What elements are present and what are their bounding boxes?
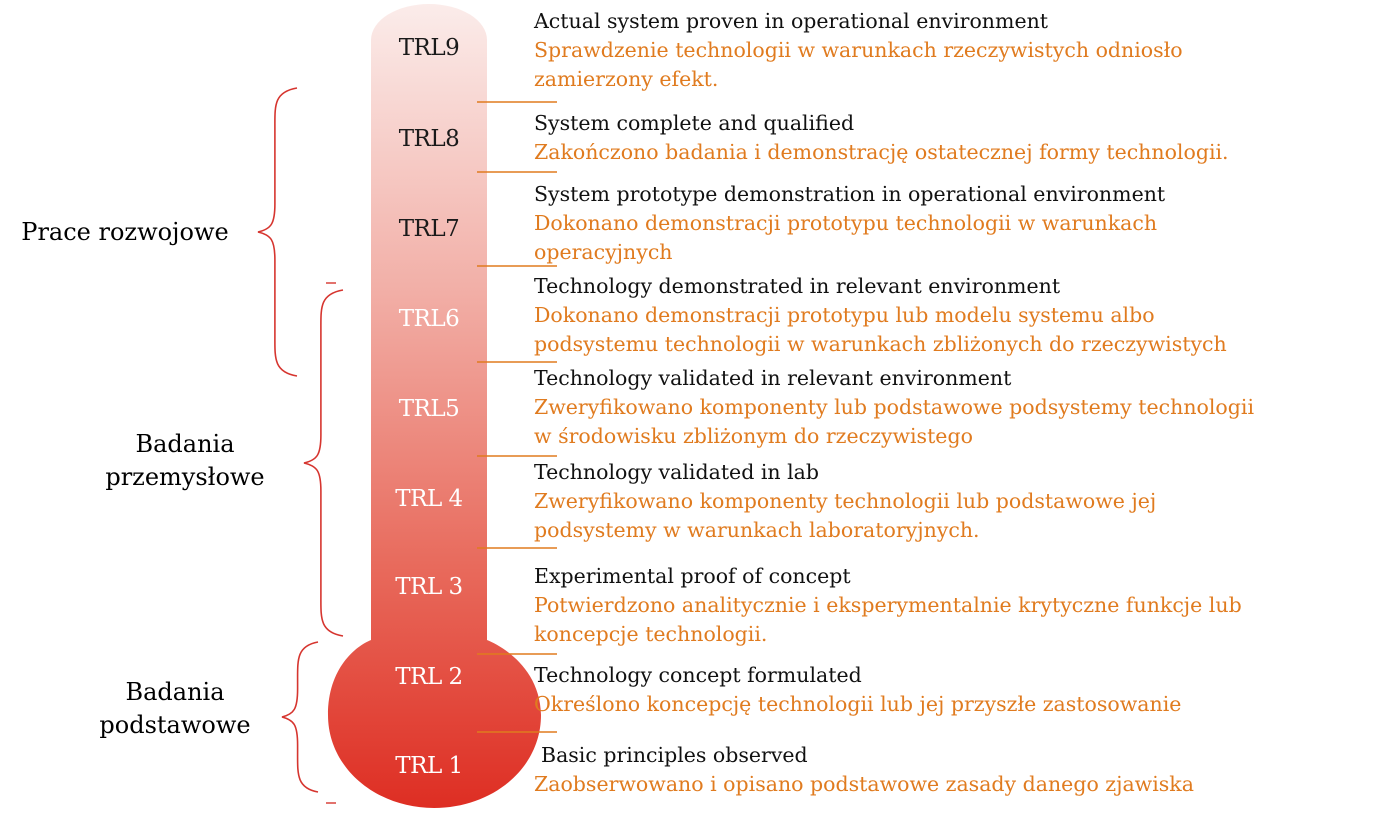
- category-bracket: [303, 289, 344, 637]
- trl2-label: TRL 2: [395, 664, 463, 690]
- trl4-label: TRL 4: [395, 486, 463, 512]
- trl2-description: Technology concept formulated Określono …: [534, 661, 1181, 719]
- category-development: Prace rozwojowe: [10, 216, 240, 249]
- category-basic: Badania podstawowe: [80, 676, 270, 742]
- trl7-english: System prototype demonstration in operat…: [534, 182, 1166, 206]
- trl3-description: Experimental proof of concept Potwierdzo…: [534, 562, 1242, 649]
- trl1-polish: Zaobserwowano i opisano podstawowe zasad…: [534, 772, 1194, 796]
- trl2-english: Technology concept formulated: [534, 663, 862, 687]
- trl5-description: Technology validated in relevant environ…: [534, 364, 1254, 451]
- category-basic-line1: Badania: [125, 678, 225, 706]
- category-basic-line2: podstawowe: [99, 711, 251, 739]
- trl8-description: System complete and qualified Zakończono…: [534, 109, 1229, 167]
- trl5-polish: Zweryfikowano komponenty lub podstawowe …: [534, 395, 1255, 448]
- trl9-description: Actual system proven in operational envi…: [534, 7, 1183, 94]
- category-bracket: [257, 87, 298, 377]
- trl6-english: Technology demonstrated in relevant envi…: [534, 274, 1061, 298]
- trl5-label: TRL5: [398, 396, 460, 422]
- trl6-polish: Dokonano demonstracji prototypu lub mode…: [534, 303, 1227, 356]
- trl9-polish: Sprawdzenie technologii w warunkach rzec…: [534, 38, 1183, 91]
- trl7-description: System prototype demonstration in operat…: [534, 180, 1165, 267]
- trl1-description: Basic principles observed Zaobserwowano …: [534, 741, 1194, 799]
- trl1-label: TRL 1: [395, 753, 463, 779]
- trl5-english: Technology validated in relevant environ…: [534, 366, 1012, 390]
- trl6-label: TRL6: [398, 306, 460, 332]
- trl3-english: Experimental proof of concept: [534, 564, 851, 588]
- trl6-description: Technology demonstrated in relevant envi…: [534, 272, 1227, 359]
- category-bracket: [281, 641, 319, 793]
- trl8-label: TRL8: [398, 126, 460, 152]
- trl4-english: Technology validated in lab: [534, 460, 820, 484]
- trl8-english: System complete and qualified: [534, 111, 855, 135]
- thermometer-body: [328, 4, 541, 808]
- trl3-label: TRL 3: [395, 574, 463, 600]
- trl9-label: TRL9: [398, 35, 460, 61]
- separator-lines: [477, 101, 557, 733]
- trl7-polish: Dokonano demonstracji prototypu technolo…: [534, 211, 1158, 264]
- trl3-polish: Potwierdzono analitycznie i eksperymenta…: [534, 593, 1242, 646]
- trl1-english: Basic principles observed: [541, 743, 808, 767]
- category-industrial-line2: przemysłowe: [105, 463, 265, 491]
- trl2-polish: Określono koncepcję technologii lub jej …: [534, 692, 1182, 716]
- category-development-line1: Prace rozwojowe: [21, 218, 229, 246]
- category-industrial-line1: Badania: [135, 430, 235, 458]
- trl8-polish: Zakończono badania i demonstrację ostate…: [534, 140, 1229, 164]
- trl9-english: Actual system proven in operational envi…: [534, 9, 1049, 33]
- category-industrial: Badania przemysłowe: [90, 428, 280, 494]
- trl4-polish: Zweryfikowano komponenty technologii lub…: [534, 489, 1157, 542]
- trl7-label: TRL7: [398, 216, 460, 242]
- category-brackets: [257, 87, 344, 804]
- trl4-description: Technology validated in lab Zweryfikowan…: [534, 458, 1156, 545]
